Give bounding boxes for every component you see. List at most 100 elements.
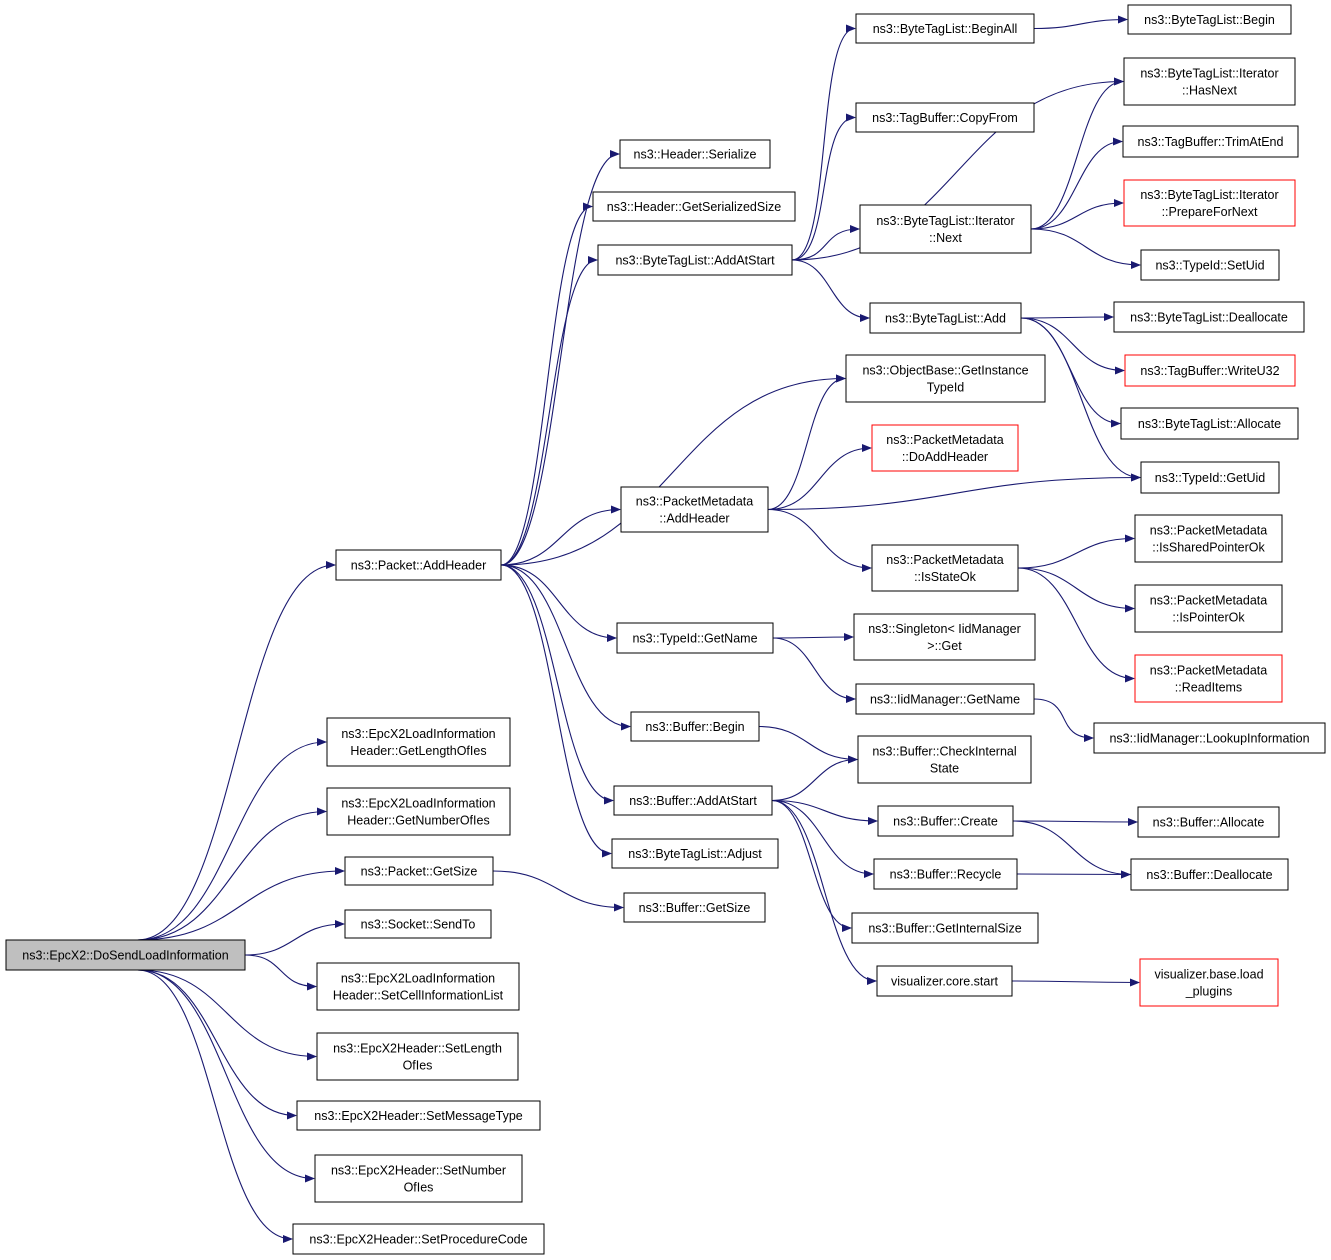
node-buf-addatstart[interactable]: ns3::Buffer::AddAtStart xyxy=(613,785,773,816)
node-btl-deallocate[interactable]: ns3::ByteTagList::Deallocate xyxy=(1113,301,1305,333)
node-label: ns3::ByteTagList::Begin xyxy=(1144,13,1275,27)
edge-pkt-addheader-to-hdr-serialize xyxy=(500,150,620,566)
node-box xyxy=(1137,806,1280,838)
edge-buf-addatstart-to-buf-recycle xyxy=(771,799,874,878)
edge-viz-start-to-viz-loadplugins xyxy=(1011,978,1140,987)
node-typeid-getuid[interactable]: ns3::TypeId::GetUid xyxy=(1140,461,1280,494)
node-label: ns3::PacketMetadata xyxy=(1150,664,1267,678)
node-label: ns3::EpcX2LoadInformation xyxy=(341,727,495,741)
node-label: ::Next xyxy=(929,231,962,245)
edge-btl-addatstart-to-btl-beginall xyxy=(791,24,856,261)
edge-btli-next-to-tb-trimatend xyxy=(1030,137,1123,230)
node-box xyxy=(871,544,1019,592)
edge-iid-getname-to-iid-lookup xyxy=(1033,698,1094,742)
node-box xyxy=(335,549,502,581)
node-buf-getsize[interactable]: ns3::Buffer::GetSize xyxy=(623,892,766,923)
node-box xyxy=(611,838,779,869)
node-box xyxy=(855,683,1035,715)
node-label: ns3::EpcX2LoadInformation xyxy=(341,797,495,811)
node-set-msgtype[interactable]: ns3::EpcX2Header::SetMessageType xyxy=(296,1100,541,1131)
node-label: ns3::ByteTagList::Add xyxy=(885,312,1006,326)
node-buf-allocate[interactable]: ns3::Buffer::Allocate xyxy=(1137,806,1280,838)
node-viz-start[interactable]: visualizer.core.start xyxy=(876,965,1013,997)
node-set-cellinfo[interactable]: ns3::EpcX2LoadInformationHeader::SetCell… xyxy=(316,962,520,1011)
node-tb-copyfrom[interactable]: ns3::TagBuffer::CopyFrom xyxy=(855,102,1035,133)
node-btl-begin[interactable]: ns3::ByteTagList::Begin xyxy=(1127,4,1292,35)
node-label: ::ReadItems xyxy=(1175,681,1242,695)
edge-btl-add-to-typeid-getuid xyxy=(1020,317,1141,482)
node-btl-addatstart[interactable]: ns3::ByteTagList::AddAtStart xyxy=(597,244,793,276)
node-pkt-getsize[interactable]: ns3::Packet::GetSize xyxy=(344,856,494,886)
node-pkt-addheader[interactable]: ns3::Packet::AddHeader xyxy=(335,549,502,581)
node-pm-addheader[interactable]: ns3::PacketMetadata::AddHeader xyxy=(620,486,769,533)
edge-typeid-getname-to-singleton-get xyxy=(772,633,854,642)
edge-root-to-sock-sendto xyxy=(244,920,345,956)
node-iid-lookup[interactable]: ns3::IidManager::LookupInformation xyxy=(1093,722,1326,754)
edge-pm-isstateok-to-pm-issharedptr xyxy=(1017,534,1135,569)
node-typeid-setuid[interactable]: ns3::TypeId::SetUid xyxy=(1140,249,1280,281)
node-label: ns3::EpcX2Header::SetLength xyxy=(333,1042,502,1056)
edge-pkt-addheader-to-typeid-getname xyxy=(500,564,617,642)
node-get-num-ies[interactable]: ns3::EpcX2LoadInformationHeader::GetNumb… xyxy=(326,787,511,836)
node-tb-writeu32[interactable]: ns3::TagBuffer::WriteU32 xyxy=(1124,354,1296,387)
node-box xyxy=(876,965,1013,997)
node-label: ns3::TypeId::GetUid xyxy=(1155,471,1266,485)
node-pm-readitems[interactable]: ns3::PacketMetadata::ReadItems xyxy=(1134,654,1283,703)
node-buf-deallocate[interactable]: ns3::Buffer::Deallocate xyxy=(1130,858,1289,891)
edge-pkt-addheader-to-buf-addatstart xyxy=(500,564,614,805)
edge-root-to-pkt-addheader xyxy=(137,561,336,941)
node-label: visualizer.core.start xyxy=(891,975,999,989)
node-box xyxy=(869,302,1022,334)
edge-pkt-addheader-to-pm-addheader xyxy=(500,505,621,566)
node-pm-doaddheader[interactable]: ns3::PacketMetadata::DoAddHeader xyxy=(871,424,1019,472)
node-viz-loadplugins[interactable]: visualizer.base.load_plugins xyxy=(1139,958,1279,1007)
node-singleton-get[interactable]: ns3::Singleton< IidManager>::Get xyxy=(853,613,1036,661)
node-btl-adjust[interactable]: ns3::ByteTagList::Adjust xyxy=(611,838,779,869)
node-root[interactable]: ns3::EpcX2::DoSendLoadInformation xyxy=(5,939,246,971)
node-label: ns3::Buffer::AddAtStart xyxy=(629,794,757,808)
node-label: ns3::EpcX2Header::SetMessageType xyxy=(314,1109,523,1123)
node-sock-sendto[interactable]: ns3::Socket::SendTo xyxy=(344,909,492,939)
node-box xyxy=(344,909,492,939)
node-label: ns3::ByteTagList::Iterator xyxy=(1140,67,1278,81)
node-label: ns3::PacketMetadata xyxy=(1150,524,1267,538)
node-box xyxy=(1120,407,1299,440)
node-box xyxy=(296,1100,541,1131)
node-btli-hasnext[interactable]: ns3::ByteTagList::Iterator::HasNext xyxy=(1123,57,1296,106)
node-tb-trimatend[interactable]: ns3::TagBuffer::TrimAtEnd xyxy=(1122,125,1299,158)
node-label: ns3::Buffer::Deallocate xyxy=(1146,868,1272,882)
node-btli-prepare[interactable]: ns3::ByteTagList::Iterator::PrepareForNe… xyxy=(1123,179,1296,227)
node-btli-next[interactable]: ns3::ByteTagList::Iterator::Next xyxy=(859,204,1032,254)
edge-typeid-getname-to-iid-getname xyxy=(772,637,856,703)
node-box xyxy=(853,613,1036,661)
edge-buf-create-to-buf-deallocate xyxy=(1012,820,1131,879)
node-box xyxy=(344,856,494,886)
node-set-proc[interactable]: ns3::EpcX2Header::SetProcedureCode xyxy=(292,1223,545,1255)
node-label: ns3::Header::Serialize xyxy=(634,148,757,162)
node-btl-allocate[interactable]: ns3::ByteTagList::Allocate xyxy=(1120,407,1299,440)
node-buf-begin[interactable]: ns3::Buffer::Begin xyxy=(630,711,760,742)
node-buf-recycle[interactable]: ns3::Buffer::Recycle xyxy=(873,858,1018,890)
node-label: ns3::TagBuffer::TrimAtEnd xyxy=(1138,135,1284,149)
node-pm-issharedptr[interactable]: ns3::PacketMetadata::IsSharedPointerOk xyxy=(1134,514,1283,563)
node-btl-beginall[interactable]: ns3::ByteTagList::BeginAll xyxy=(855,13,1035,44)
node-pm-isstateok[interactable]: ns3::PacketMetadata::IsStateOk xyxy=(871,544,1019,592)
node-hdr-serialize[interactable]: ns3::Header::Serialize xyxy=(619,139,771,169)
node-label: ns3::IidManager::GetName xyxy=(870,693,1020,707)
edge-pkt-getsize-to-buf-getsize xyxy=(492,870,624,912)
node-buf-create[interactable]: ns3::Buffer::Create xyxy=(877,805,1014,837)
node-typeid-getname[interactable]: ns3::TypeId::GetName xyxy=(616,622,774,654)
node-hdr-getser[interactable]: ns3::Header::GetSerializedSize xyxy=(592,191,796,222)
node-label: ns3::PacketMetadata xyxy=(636,495,753,509)
edge-btl-addatstart-to-btli-hasnext xyxy=(791,77,1124,261)
node-iid-getname[interactable]: ns3::IidManager::GetName xyxy=(855,683,1035,715)
node-buf-getinternalsize[interactable]: ns3::Buffer::GetInternalSize xyxy=(851,912,1039,944)
node-btl-add[interactable]: ns3::ByteTagList::Add xyxy=(869,302,1022,334)
node-pm-isptrok[interactable]: ns3::PacketMetadata::IsPointerOk xyxy=(1134,584,1283,633)
node-get-len-ies[interactable]: ns3::EpcX2LoadInformationHeader::GetLeng… xyxy=(326,717,511,767)
